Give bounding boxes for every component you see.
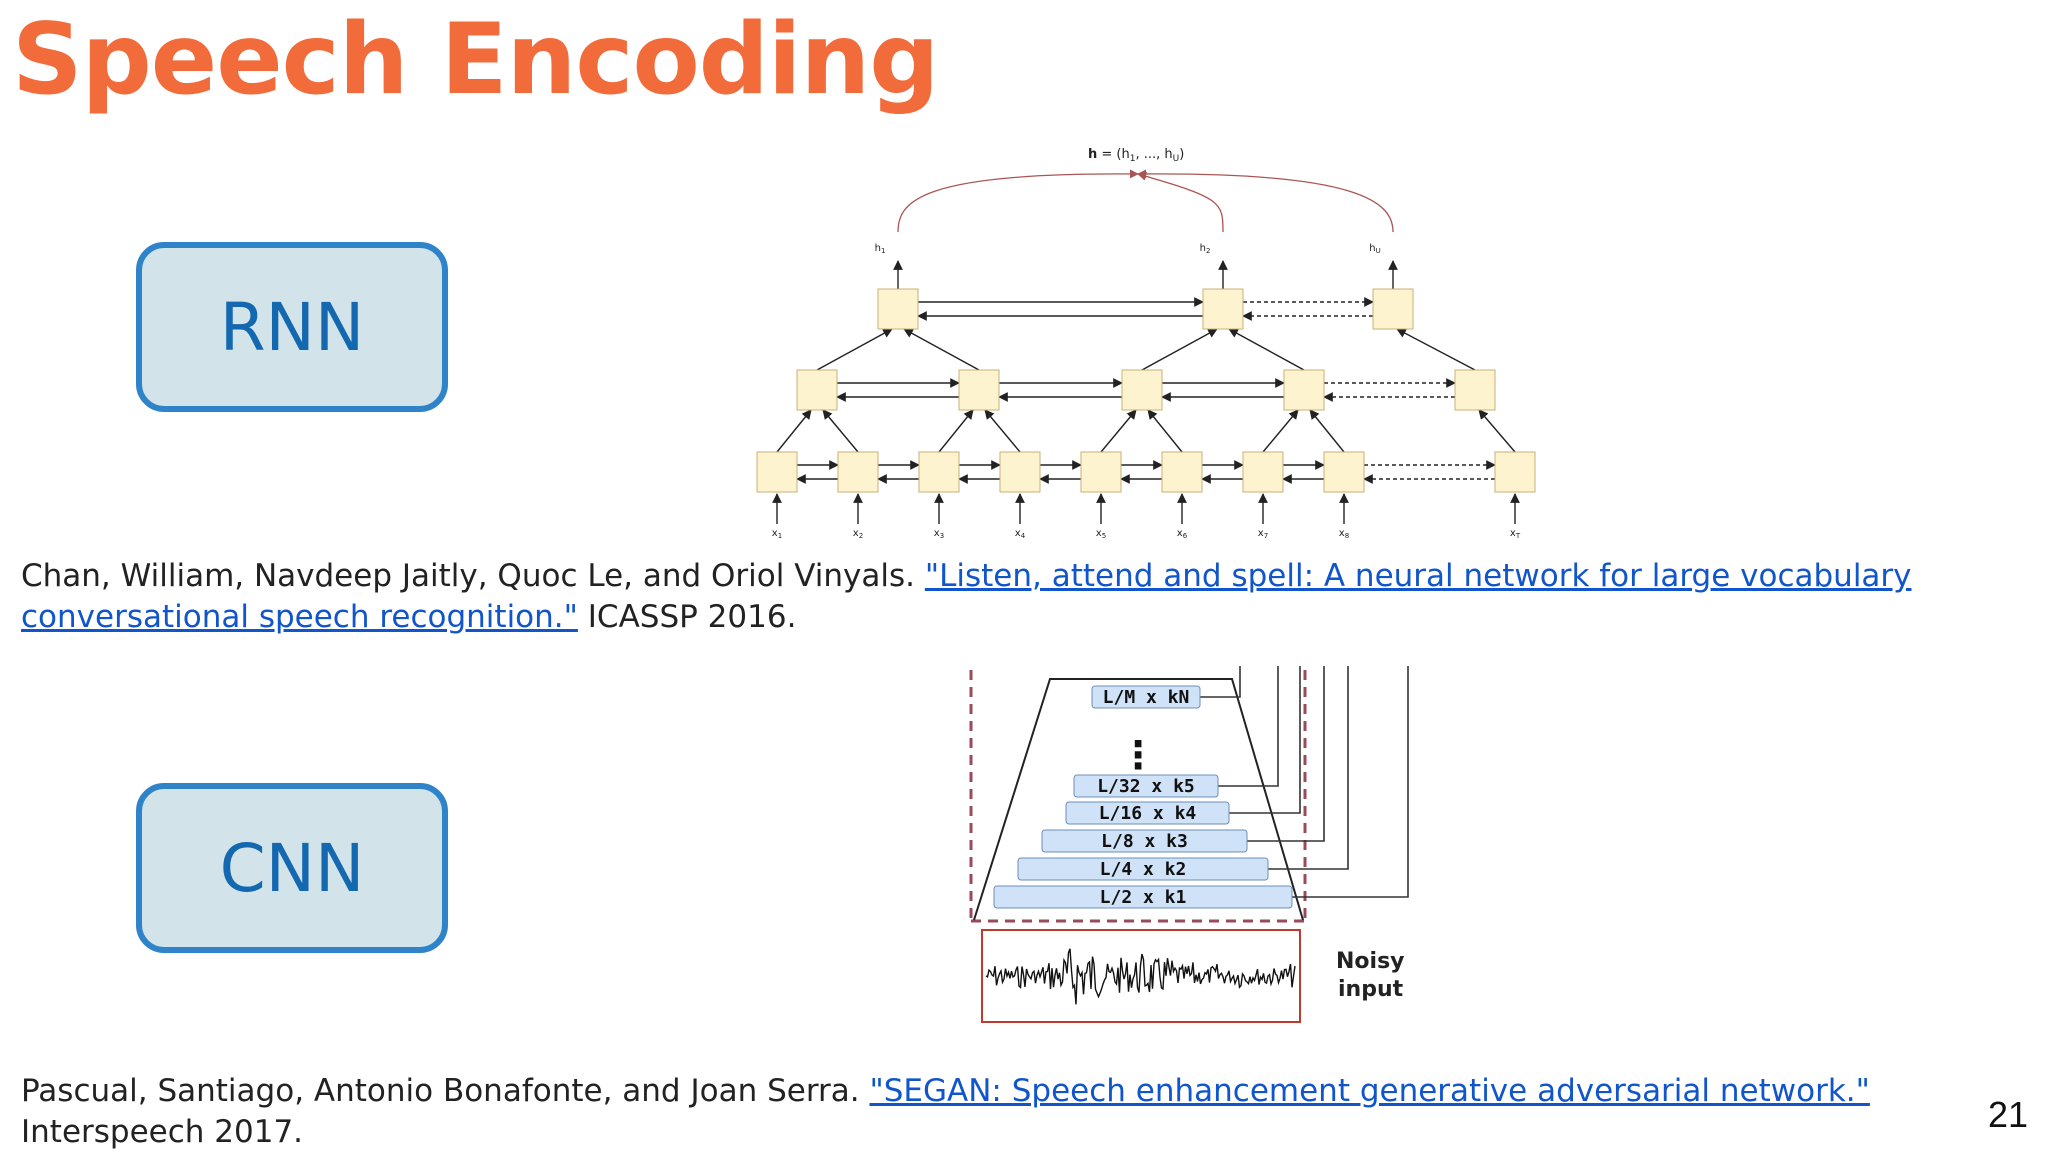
citation-las-link[interactable]: "Listen, attend and spell: A neural netw… bbox=[21, 558, 1912, 635]
output-label: h1 bbox=[875, 243, 886, 255]
noisy-input-label-line2: input bbox=[1338, 977, 1404, 1002]
rnn-node bbox=[958, 369, 1000, 411]
conv-layer bbox=[1091, 685, 1201, 709]
skip-connections bbox=[1200, 666, 1409, 898]
conv-layer bbox=[1073, 774, 1219, 798]
citation-las-authors: Chan, William, Navdeep Jaitly, Quoc Le, … bbox=[21, 558, 925, 594]
rnn-node bbox=[877, 288, 919, 330]
citation-segan-authors: Pascual, Santiago, Antonio Bonafonte, an… bbox=[21, 1073, 870, 1109]
cnn-label-box: CNN bbox=[136, 783, 448, 953]
conv-layer-label: L/4 x k2 bbox=[1100, 859, 1187, 880]
pyramid-arrow bbox=[938, 409, 974, 453]
rnn-node bbox=[918, 451, 960, 493]
rnn-node bbox=[1080, 451, 1122, 493]
output-label: hU bbox=[1369, 243, 1380, 255]
pyramid-arrow bbox=[1262, 409, 1299, 453]
cnn-encoder-diagram: L/2 x k1 L/4 x k2 L/8 x k3 L/16 x k4 L/32 x … bbox=[969, 666, 1409, 1023]
conv-layer-label: L/8 x k3 bbox=[1101, 831, 1188, 852]
conv-layer-label: L/32 x k5 bbox=[1097, 776, 1195, 797]
pyramid-arrow bbox=[1147, 409, 1183, 453]
rnn-labels: x1 x2 x3 x4 x5 x6 x7 x8 xT h1 h2 hU bbox=[772, 243, 1521, 540]
rnn-node bbox=[796, 369, 838, 411]
rnn-node bbox=[999, 451, 1041, 493]
conv-layer bbox=[1017, 857, 1269, 881]
input-label: x7 bbox=[1258, 528, 1268, 540]
rnn-node bbox=[1161, 451, 1203, 493]
cnn-label: CNN bbox=[219, 829, 365, 907]
skip-wire bbox=[1229, 666, 1301, 814]
conv-layer bbox=[1041, 829, 1248, 853]
pyramid-arrow bbox=[1309, 409, 1345, 453]
skip-wire bbox=[1268, 666, 1349, 870]
input-label: x2 bbox=[853, 528, 863, 540]
rnn-pyramid-figure: x1 x2 x3 x4 x5 x6 x7 x8 xT h1 h2 hU h = (h1, ..., h… bbox=[740, 136, 1560, 552]
rnn-node bbox=[1283, 369, 1325, 411]
attention-curve bbox=[897, 169, 1139, 233]
pyramid-arrow bbox=[903, 328, 980, 371]
rnn-connections bbox=[772, 169, 1520, 524]
input-label: x3 bbox=[934, 528, 944, 540]
conv-layer bbox=[1065, 801, 1230, 825]
rnn-pyramid-diagram: x1 x2 x3 x4 x5 x6 x7 x8 xT h1 h2 hU h = (h1, ..., h… bbox=[756, 147, 1536, 540]
rnn-node bbox=[837, 451, 879, 493]
conv-layer-label: L/2 x k1 bbox=[1100, 887, 1187, 908]
conv-layer bbox=[993, 885, 1293, 909]
skip-wire bbox=[1218, 666, 1279, 787]
input-label: x4 bbox=[1015, 528, 1026, 540]
rnn-node bbox=[1372, 288, 1414, 330]
slide-title: Speech Encoding bbox=[12, 3, 939, 117]
pyramid-arrow bbox=[1396, 328, 1476, 371]
skip-wire bbox=[1292, 666, 1409, 898]
input-label: x5 bbox=[1096, 528, 1106, 540]
citation-las: Chan, William, Navdeep Jaitly, Quoc Le, … bbox=[21, 556, 1941, 638]
citation-segan-link[interactable]: "SEGAN: Speech enhancement generative ad… bbox=[869, 1073, 1870, 1109]
pyramid-arrow bbox=[1228, 328, 1305, 371]
pyramid-arrow bbox=[1478, 409, 1516, 453]
conv-layer-label: L/16 x k4 bbox=[1099, 803, 1197, 824]
skip-wire bbox=[1247, 666, 1325, 842]
output-label: h2 bbox=[1200, 243, 1211, 255]
layers-ellipsis: ⋮ bbox=[1119, 733, 1157, 777]
rnn-label: RNN bbox=[219, 288, 365, 366]
citation-segan: Pascual, Santiago, Antonio Bonafonte, an… bbox=[21, 1071, 1901, 1153]
skip-wire bbox=[1200, 666, 1241, 698]
page-number: 21 bbox=[1988, 1094, 2029, 1135]
rnn-node bbox=[1121, 369, 1163, 411]
attention-curve bbox=[1137, 169, 1394, 233]
noisy-waveform bbox=[985, 948, 1296, 1005]
input-label: x8 bbox=[1339, 528, 1349, 540]
pyramid-arrow bbox=[822, 409, 859, 453]
h-sequence-label: h = (h1, ..., hU) bbox=[1088, 147, 1184, 164]
rnn-node bbox=[1494, 451, 1536, 493]
rnn-node bbox=[1454, 369, 1496, 411]
pyramid-arrow bbox=[984, 409, 1021, 453]
attention-curve bbox=[1137, 171, 1224, 233]
pyramid-arrow bbox=[816, 328, 893, 371]
cnn-encoder-figure: L/2 x k1 L/4 x k2 L/8 x k3 L/16 x k4 L/32 x … bbox=[960, 666, 1430, 1024]
citation-segan-venue: Interspeech 2017. bbox=[21, 1114, 304, 1150]
pyramid-arrow bbox=[776, 409, 812, 453]
conv-layer-label: L/M x kN bbox=[1103, 687, 1190, 708]
pyramid-arrow bbox=[1100, 409, 1137, 453]
noisy-input-label-line1: Noisy bbox=[1336, 949, 1405, 974]
input-label: xT bbox=[1510, 528, 1521, 540]
rnn-nodes bbox=[756, 288, 1536, 493]
cnn-layers: L/2 x k1 L/4 x k2 L/8 x k3 L/16 x k4 L/32 x … bbox=[993, 685, 1293, 909]
citation-las-venue: ICASSP 2016. bbox=[577, 599, 797, 635]
rnn-node bbox=[756, 451, 798, 493]
input-label: x6 bbox=[1177, 528, 1188, 540]
rnn-node bbox=[1323, 451, 1365, 493]
rnn-node bbox=[1202, 288, 1244, 330]
pyramid-arrow bbox=[1141, 328, 1218, 371]
rnn-label-box: RNN bbox=[136, 242, 448, 412]
input-label: x1 bbox=[772, 528, 782, 540]
rnn-node bbox=[1242, 451, 1284, 493]
